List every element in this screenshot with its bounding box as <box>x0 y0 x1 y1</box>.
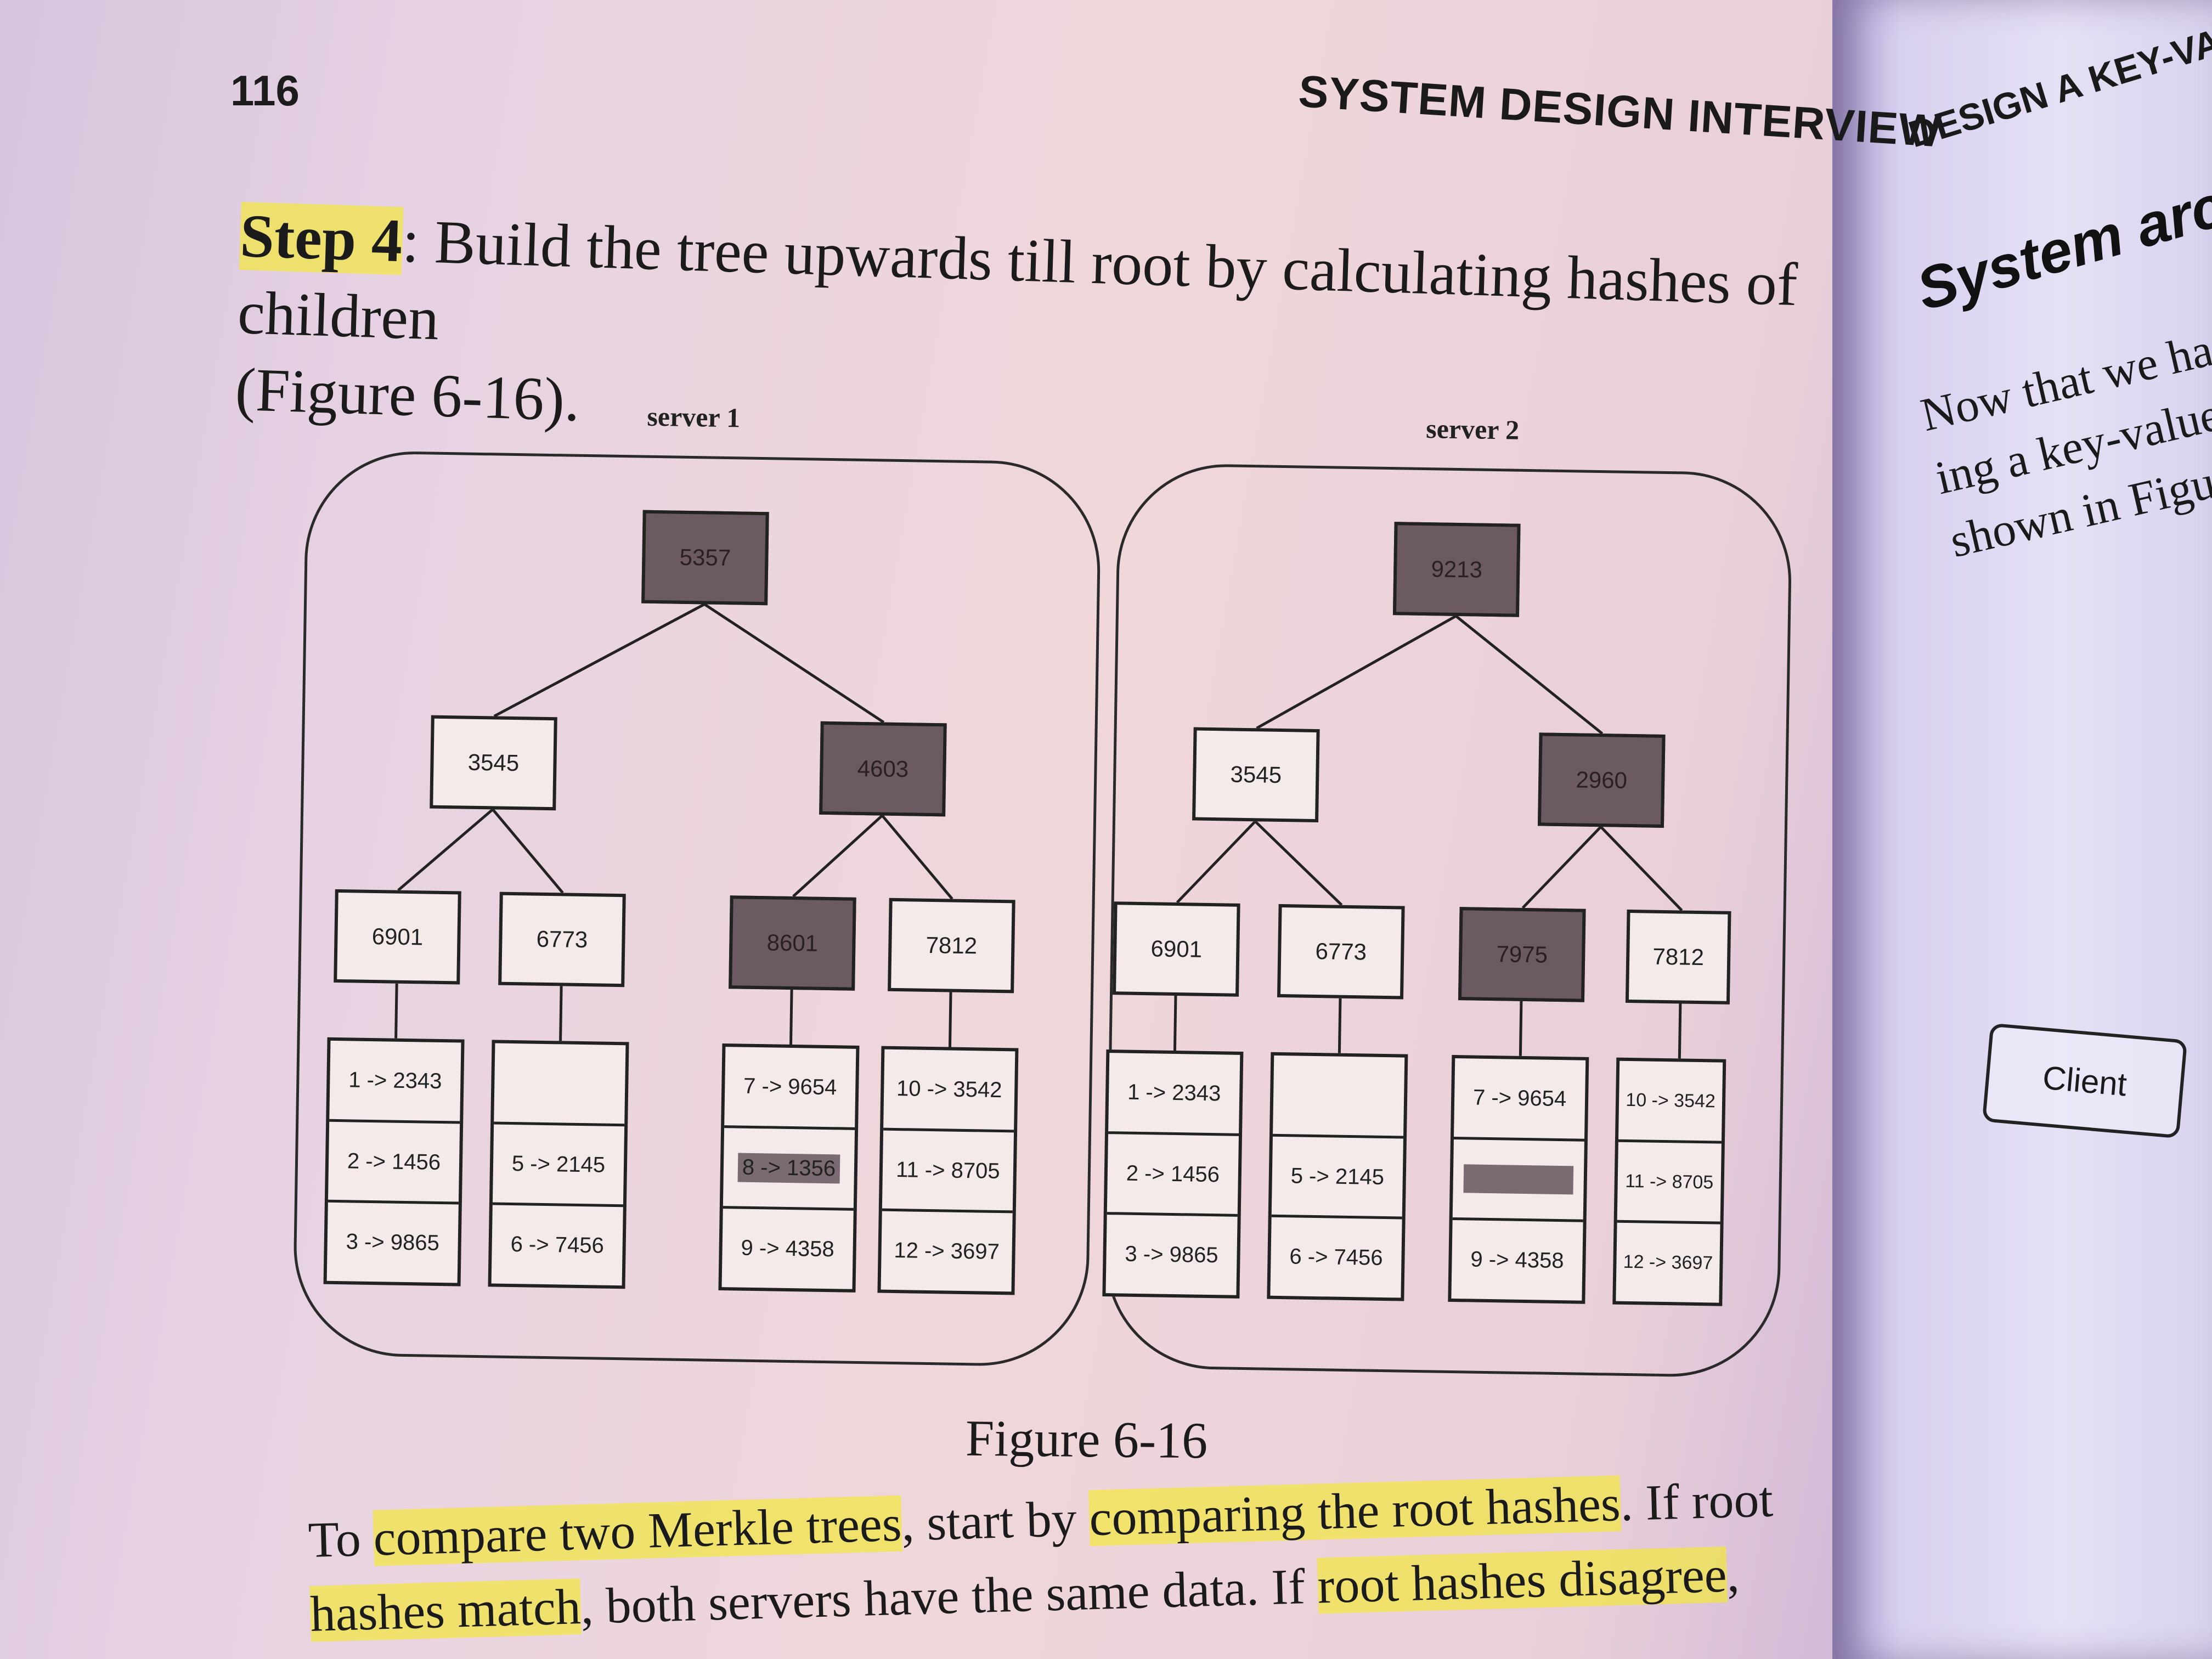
body-text: To <box>307 1510 375 1568</box>
bucket-entry: 2 -> 1456 <box>328 1121 460 1205</box>
body-text: , both servers have the same data. If <box>580 1558 1319 1635</box>
body-text: , <box>1725 1546 1740 1602</box>
server-2-bucket-1: 1 -> 2343 2 -> 1456 3 -> 9865 <box>1102 1049 1244 1299</box>
server-1-lower-node-4: 7812 <box>888 898 1015 994</box>
bucket-entry: 7 -> 9654 <box>724 1047 856 1130</box>
bucket-entry <box>494 1043 626 1126</box>
bucket-entry: 11 -> 8705 <box>1617 1142 1722 1224</box>
server-2-mid-node-right: 2960 <box>1537 732 1666 828</box>
highlight: comparing the root hashes <box>1088 1475 1621 1547</box>
server-2-bucket-3: 7 -> 9654 9 -> 4358 <box>1448 1054 1589 1304</box>
tree-connectors <box>394 603 1683 1059</box>
merkle-figure: server 1 5357 3545 4603 6901 6773 8601 7… <box>292 395 1810 1395</box>
server-2-bucket-2: 5 -> 2145 6 -> 7456 <box>1267 1052 1408 1301</box>
bucket-entry: 9 -> 4358 <box>1470 1247 1564 1273</box>
bucket-entry <box>1272 1055 1405 1139</box>
body-text: , start by <box>900 1490 1090 1551</box>
bucket-entry: 2 -> 1456 <box>1107 1133 1239 1217</box>
bucket-entry: 12 -> 3697 <box>1623 1251 1713 1274</box>
server-2-root-node: 9213 <box>1392 522 1521 617</box>
server-2-bucket-4: 10 -> 3542 11 -> 8705 12 -> 3697 <box>1612 1057 1726 1306</box>
bucket-entry: 1 -> 2343 <box>329 1040 461 1124</box>
bucket-entry-changed-text: 8 -> 1356 <box>737 1153 840 1183</box>
server-2-lower-node-1: 6901 <box>1113 901 1240 997</box>
bucket-entry: 6 -> 7456 <box>1289 1244 1383 1271</box>
server-2-mid-node-left: 3545 <box>1192 727 1320 823</box>
bucket-entry: 10 -> 3542 <box>883 1049 1015 1133</box>
server-2-lower-node-3: 7975 <box>1458 907 1586 1002</box>
bucket-entry: 5 -> 2145 <box>492 1124 625 1207</box>
bucket-entry: 12 -> 3697 <box>894 1238 1000 1265</box>
bucket-entry: 11 -> 8705 <box>882 1130 1014 1214</box>
server-1-root-node: 5357 <box>641 510 769 606</box>
right-page <box>1832 0 2212 1659</box>
server-1-mid-node-left: 3545 <box>430 715 557 811</box>
bucket-entry: 3 -> 9865 <box>1125 1242 1218 1268</box>
highlight: root hashes disagree <box>1317 1546 1728 1614</box>
bucket-entry: 6 -> 7456 <box>510 1232 605 1258</box>
bucket-entry: 9 -> 4358 <box>741 1235 835 1262</box>
bucket-entry: 5 -> 2145 <box>1271 1136 1403 1220</box>
server-2-label: server 2 <box>1425 413 1520 445</box>
server-1-bucket-2: 5 -> 2145 6 -> 7456 <box>488 1040 629 1289</box>
bucket-entry-changed: 8 -> 1356 <box>723 1127 855 1211</box>
server-1-lower-node-3: 8601 <box>729 895 856 991</box>
body-text: . If root <box>1620 1471 1774 1532</box>
server-1-bucket-3: 7 -> 9654 8 -> 1356 9 -> 4358 <box>718 1043 860 1293</box>
highlight: compare two Merkle trees <box>373 1495 902 1566</box>
server-1-lower-node-2: 6773 <box>498 891 626 988</box>
bucket-entry-missing <box>1452 1139 1584 1223</box>
server-1-mid-node-right: 4603 <box>819 721 947 817</box>
server-1-bucket-1: 1 -> 2343 2 -> 1456 3 -> 9865 <box>323 1037 465 1286</box>
left-page <box>0 0 1891 1659</box>
server-1-lower-node-1: 6901 <box>334 889 461 985</box>
missing-entry-marker <box>1463 1164 1574 1195</box>
server-2-lower-node-2: 6773 <box>1277 904 1405 1000</box>
bucket-entry: 7 -> 9654 <box>1453 1058 1586 1142</box>
figure-caption: Figure 6-16 <box>965 1409 1208 1470</box>
step-label: Step 4 <box>239 201 404 275</box>
bucket-entry: 10 -> 3542 <box>1618 1060 1723 1144</box>
highlight: hashes match <box>309 1578 582 1642</box>
server-1-label: server 1 <box>647 400 741 433</box>
client-box: Client <box>1982 1023 2188 1139</box>
bucket-entry: 3 -> 9865 <box>346 1229 440 1256</box>
server-2-lower-node-4: 7812 <box>1625 909 1731 1005</box>
server-1-bucket-4: 10 -> 3542 11 -> 8705 12 -> 3697 <box>877 1046 1019 1295</box>
page-number: 116 <box>230 66 300 115</box>
bucket-entry: 1 -> 2343 <box>1108 1053 1240 1136</box>
